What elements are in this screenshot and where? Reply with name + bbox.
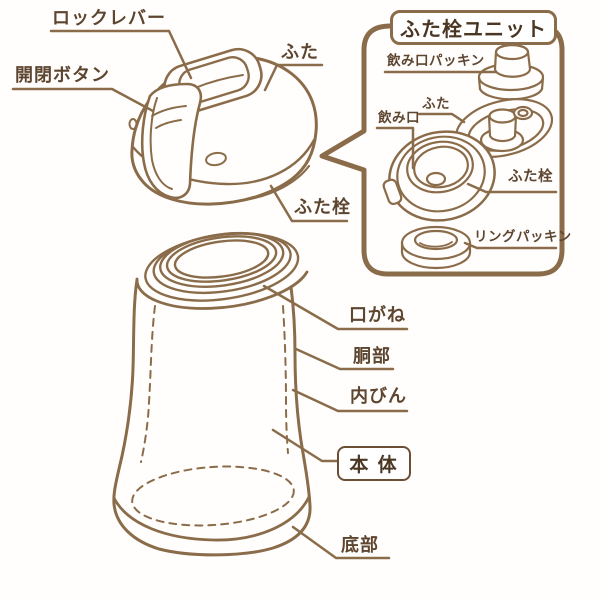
leader-lock-lever xyxy=(49,29,193,80)
leader-cap-stopper xyxy=(269,184,349,223)
label-open-close-button: 開閉ボタン xyxy=(15,65,110,85)
label-cap-lid: ふた xyxy=(281,42,319,62)
leader-mouth xyxy=(375,126,415,170)
label-lock-lever: ロックレバー xyxy=(52,8,166,28)
leader-ring-packing xyxy=(463,241,558,250)
leader-open-close-button xyxy=(11,87,155,113)
label-mouth-ring: 口がね xyxy=(349,305,406,325)
leader-main-body xyxy=(271,428,339,463)
unit-title-box: ふた栓ユニット xyxy=(390,10,557,45)
label-mouth-packing: 飲み口パッキン xyxy=(387,53,485,68)
mouth-packing-drawing xyxy=(477,43,545,101)
leader-unit-stopper xyxy=(466,182,558,194)
leader-cap-lid xyxy=(263,63,324,92)
ring-packing-drawing xyxy=(400,225,472,270)
lid-assembly-drawing xyxy=(382,98,554,222)
leader-mouth-ring xyxy=(262,284,409,331)
label-mouth: 飲み口 xyxy=(378,110,420,125)
label-trunk: 胴部 xyxy=(353,346,391,366)
label-cap-stopper: ふた栓 xyxy=(294,197,351,217)
leader-unit-lid xyxy=(417,112,466,124)
label-main-body-box: 本 体 xyxy=(337,446,411,481)
leader-inner-bottle xyxy=(291,388,409,413)
cap-drawing xyxy=(128,47,318,206)
label-bottom: 底部 xyxy=(341,535,379,555)
leader-lines xyxy=(11,29,558,560)
leader-bottom xyxy=(291,525,391,560)
leader-trunk xyxy=(294,347,395,371)
label-unit-stopper: ふた栓 xyxy=(508,169,553,185)
label-ring-packing: リングパッキン xyxy=(474,229,572,244)
bottle-drawing xyxy=(112,231,312,557)
label-inner-bottle: 内びん xyxy=(350,386,407,406)
label-unit-lid: ふた xyxy=(422,96,450,111)
unit-contents-drawing xyxy=(382,43,554,270)
